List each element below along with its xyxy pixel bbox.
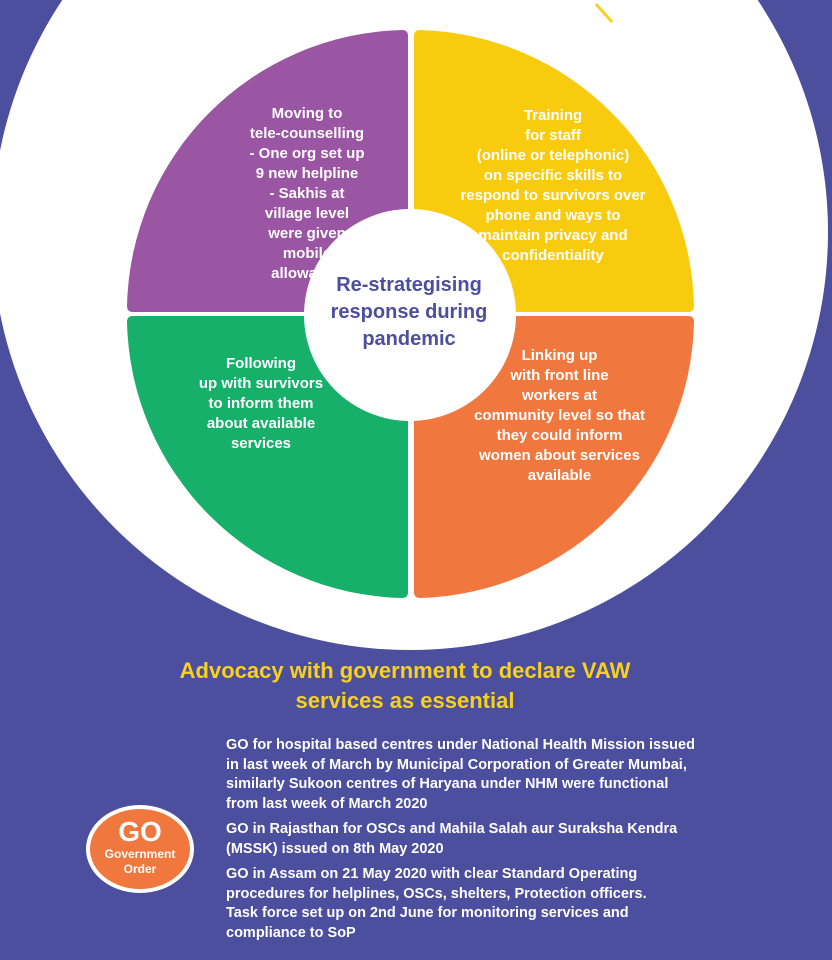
go-item-assam: GO in Assam on 21 May 2020 with clear St… [226, 866, 647, 941]
accent-mark [594, 3, 614, 23]
quadrant-top-right-text: Training for staff (online or telephonic… [460, 107, 646, 264]
go-badge: GO Government Order [86, 805, 194, 893]
quadrant-bottom-right-text: Linking up with front line workers at co… [474, 347, 645, 484]
go-badge-title: GO [118, 816, 162, 847]
quadrant-top-left-text: Moving to tele-counselling - One org set… [249, 105, 365, 282]
go-item-rajasthan: GO in Rajasthan for OSCs and Mahila Sala… [226, 821, 678, 857]
go-list: GO for hospital based centres under Nati… [226, 736, 816, 949]
quadrant-bottom-left-text: Following up with survivors to inform th… [198, 355, 324, 452]
center-circle [304, 209, 516, 421]
go-badge-subtitle: Government Order [104, 847, 176, 876]
go-item-mumbai: GO for hospital based centres under Nati… [226, 737, 695, 812]
center-title: Re-strategising response during pandemic [330, 274, 488, 350]
advocacy-heading: Advocacy with government to declare VAW … [179, 658, 631, 713]
